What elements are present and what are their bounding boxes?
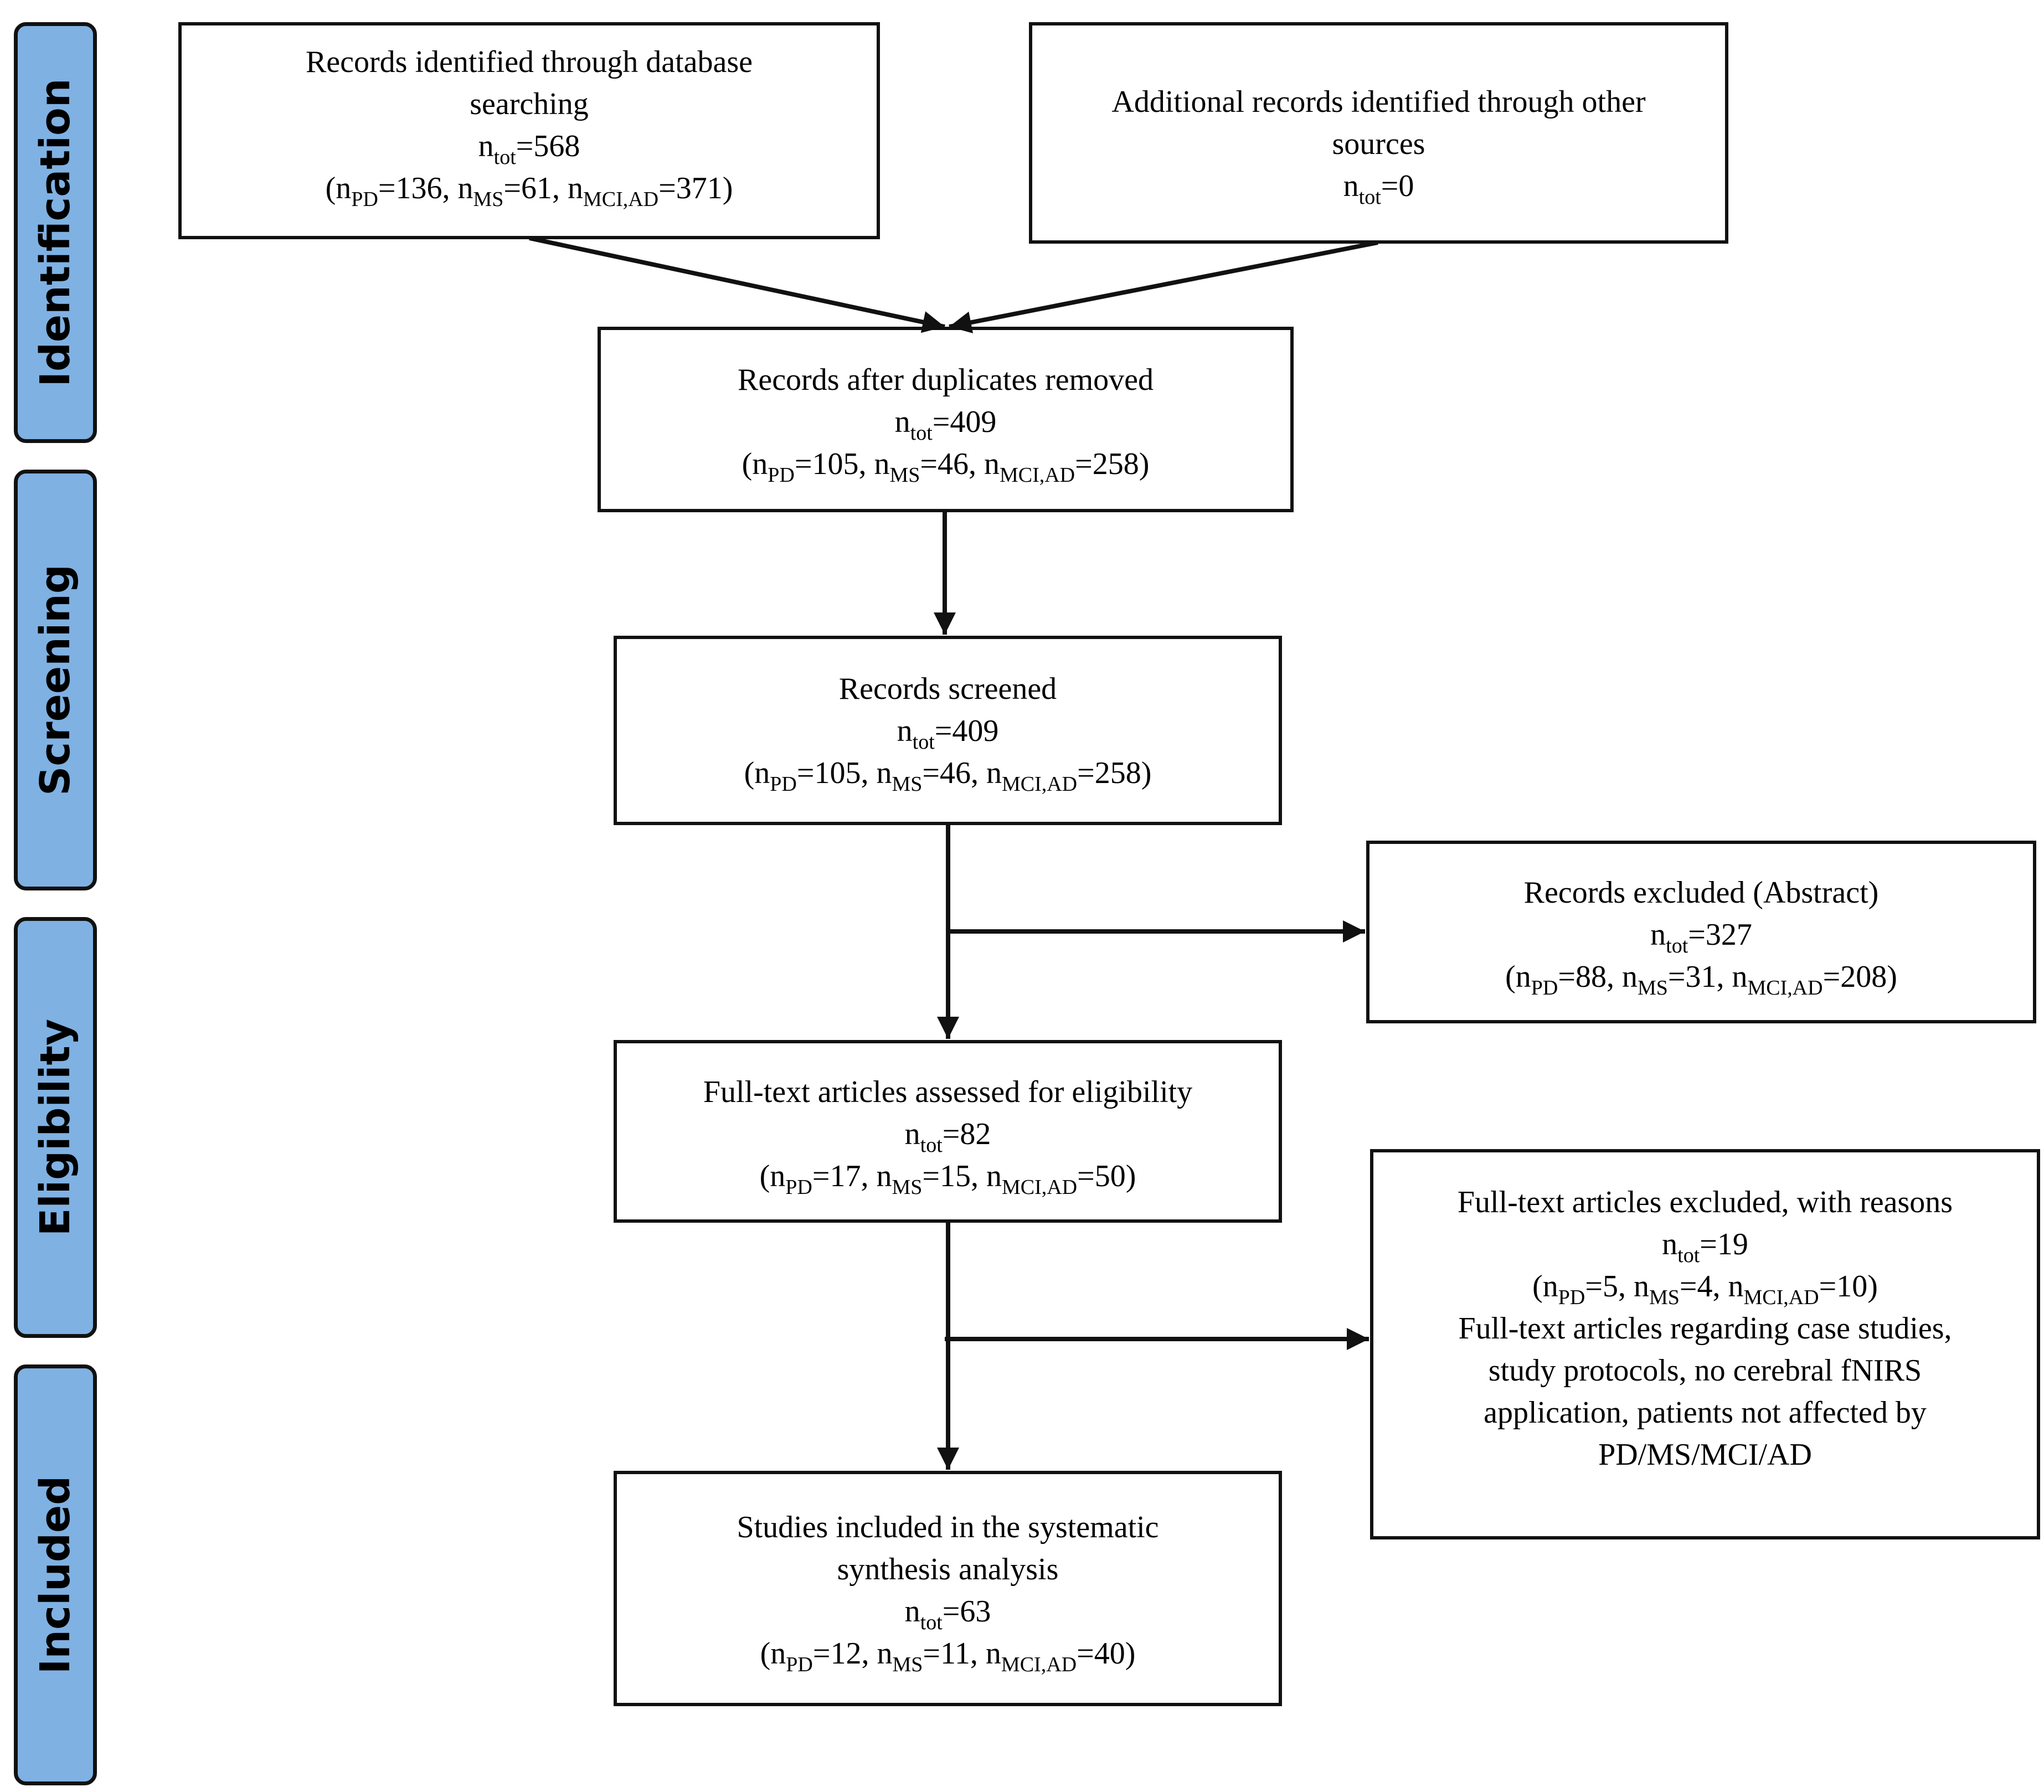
box-title: Full-text articles assessed for eligibil… [703,1075,1193,1109]
total-count: ntot=19 [1662,1227,1748,1267]
exclusion-reason-line-1: Full-text articles regarding case studie… [1458,1311,1952,1346]
box-title-line-2: searching [470,87,589,121]
group-counts: (nPD=105, nMS=46, nMCI,AD=258) [744,756,1152,796]
total-count: ntot=409 [894,405,997,445]
arrow-database-to-duplicates [529,236,945,333]
group-counts: (nPD=12, nMS=11, nMCI,AD=40) [760,1636,1136,1676]
total-count: ntot=63 [904,1594,991,1634]
box-title-line-2: synthesis analysis [837,1552,1059,1587]
total-count: ntot=409 [897,714,999,754]
exclusion-reason-line-3: application, patients not affected by [1484,1396,1927,1430]
stage-screening: Screening [14,470,97,890]
box-fulltext-assessed: Full-text articles assessed for eligibil… [614,1040,1282,1223]
total-count: ntot=82 [904,1117,991,1157]
box-title: Full-text articles excluded, with reason… [1457,1185,1953,1219]
arrow-other-to-duplicates [949,240,1378,333]
box-title-line-2: sources [1332,127,1425,161]
stage-included: Included [14,1364,97,1785]
group-counts: (nPD=5, nMS=4, nMCI,AD=10) [1532,1269,1878,1309]
box-title: Records after duplicates removed [737,363,1154,397]
group-counts: (nPD=136, nMS=61, nMCI,AD=371) [325,171,733,211]
group-counts: (nPD=105, nMS=46, nMCI,AD=258) [742,447,1150,487]
total-count: ntot=568 [478,129,580,169]
stage-identification: Identification [14,22,97,443]
stage-eligibility: Eligibility [14,917,97,1338]
box-title: Records excluded (Abstract) [1523,876,1879,910]
group-counts: (nPD=88, nMS=31, nMCI,AD=208) [1505,960,1897,1000]
box-records-screened: Records screened ntot=409 (nPD=105, nMS=… [614,636,1282,825]
box-title-line-1: Records identified through database [305,45,753,79]
box-additional-records: Additional records identified through ot… [1029,22,1728,244]
box-duplicates-removed: Records after duplicates removed ntot=40… [598,327,1294,512]
total-count: ntot=327 [1650,918,1752,957]
box-title-line-1: Additional records identified through ot… [1111,85,1646,119]
total-count: ntot=0 [1343,169,1414,209]
box-title-line-1: Studies included in the systematic [737,1510,1159,1544]
box-records-identified-database: Records identified through database sear… [178,22,880,239]
box-fulltext-excluded: Full-text articles excluded, with reason… [1370,1149,2040,1539]
box-studies-included: Studies included in the systematic synth… [614,1471,1282,1706]
box-records-excluded-abstract: Records excluded (Abstract) ntot=327 (nP… [1366,841,2036,1023]
group-counts: (nPD=17, nMS=15, nMCI,AD=50) [759,1159,1136,1199]
box-title: Records screened [838,672,1057,706]
exclusion-reason-line-4: PD/MS/MCI/AD [1598,1438,1812,1472]
exclusion-reason-line-2: study protocols, no cerebral fNIRS [1488,1353,1922,1388]
